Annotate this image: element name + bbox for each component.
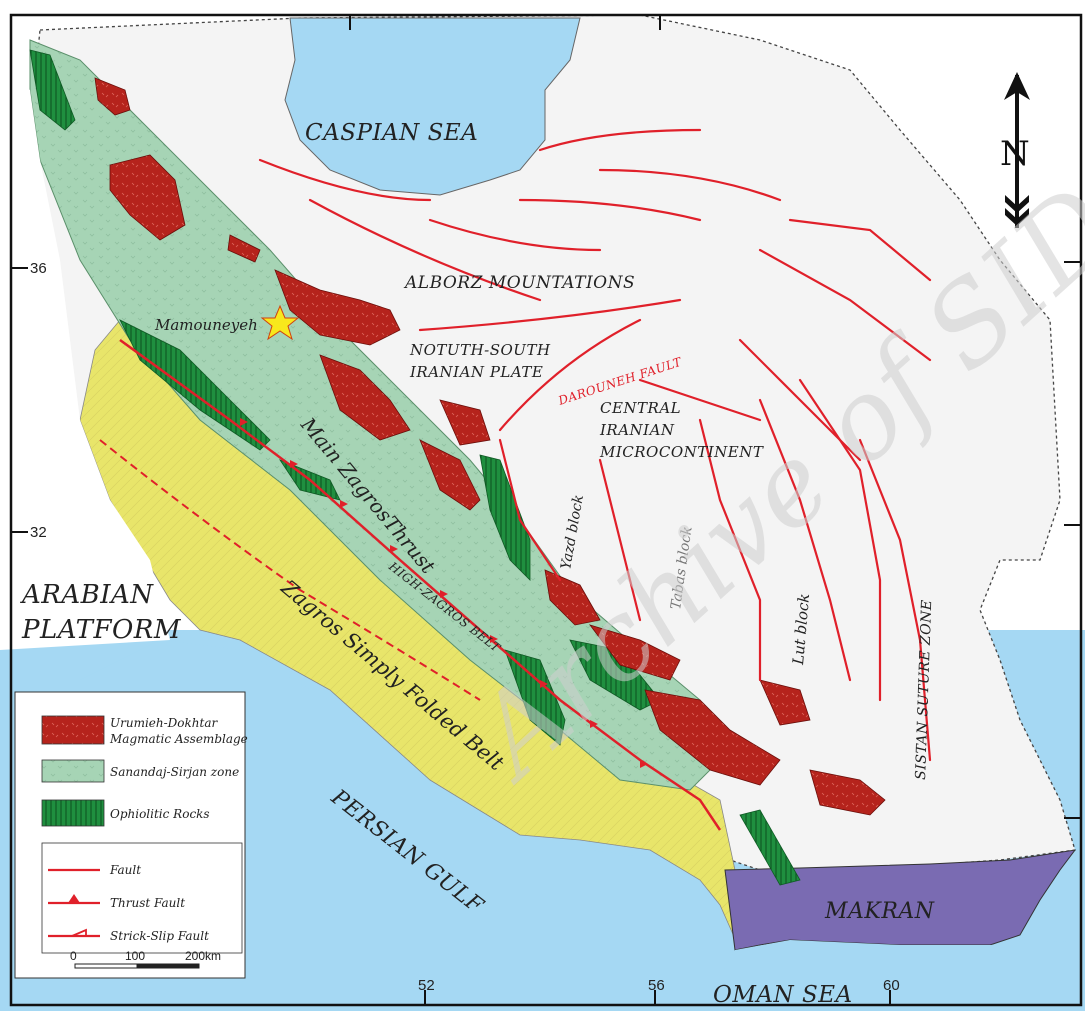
scale-tick-0: 0: [70, 949, 77, 963]
legend-fault: Fault: [109, 863, 141, 877]
ophiolite-bodies: [29, 49, 801, 886]
north-label: N: [1000, 134, 1030, 174]
legend-sanandaj: Sanandaj-Sirjan zone: [110, 765, 239, 779]
lat-tick-36: 36: [30, 260, 47, 277]
arabian-label-2: PLATFORM: [21, 615, 182, 645]
caspian-sea-label: CASPIAN SEA: [305, 120, 478, 146]
thrust-teeth: [240, 418, 648, 768]
legend-swatch-magmatic: [41, 715, 105, 745]
makran-label: MAKRAN: [824, 899, 935, 924]
scale-bar-segment-1: [74, 963, 138, 969]
scale-bar-segment-2: [136, 963, 200, 969]
central-label-3: MICROCONTINENT: [599, 443, 764, 461]
north-arrow: [1004, 72, 1030, 228]
legend-ophiolite: Ophiolitic Rocks: [110, 807, 210, 821]
central-label-2: IRANIAN: [599, 421, 675, 439]
legend-swatch-ophiolite: [41, 799, 105, 827]
lon-tick-56: 56: [648, 977, 665, 994]
fault-lines: [99, 128, 932, 762]
arabian-platform: [0, 60, 170, 650]
lon-tick-60: 60: [883, 977, 900, 994]
lat-tick-32: 32: [30, 524, 47, 541]
map-frame: [9, 13, 1083, 1007]
alborz-label: ALBORZ MOUNTATIONS: [403, 273, 635, 293]
main-zagros-thrust: [119, 338, 722, 831]
sistan-label: SISTAN SUTURE ZONE: [913, 599, 935, 780]
scale-tick-100: 100: [125, 949, 145, 963]
oman-sea-label: OMAN SEA: [713, 982, 853, 1008]
arabian-label-1: ARABIAN: [20, 580, 154, 610]
legend-strike-slip: Strick-Slip Fault: [110, 929, 209, 943]
caspian-sea: [284, 17, 581, 196]
mamouneyeh-label: Mamouneyeh: [154, 316, 258, 334]
magmatic-bodies: [94, 77, 886, 816]
north-south-label-1: NOTUTH-SOUTH: [409, 341, 551, 359]
legend-thrust: Thrust Fault: [110, 896, 185, 910]
north-south-label-2: IRANIAN PLATE: [409, 363, 543, 381]
legend-swatch-sanandaj: [41, 759, 105, 783]
mamouneyeh-star: [260, 304, 300, 341]
legend-magmatic-2: Magmatic Assemblage: [109, 732, 248, 746]
central-label-1: CENTRAL: [600, 399, 681, 417]
lon-tick-52: 52: [418, 977, 435, 994]
legend: Urumieh-Dokhtar Magmatic Assemblage Sana…: [14, 691, 248, 979]
makran-zone: [724, 849, 1077, 951]
oman-sea: [700, 940, 1085, 1011]
frame-ticks: [11, 15, 1081, 1005]
legend-magmatic-1: Urumieh-Dokhtar: [110, 716, 219, 730]
scale-tick-200km: 200km: [185, 949, 221, 963]
